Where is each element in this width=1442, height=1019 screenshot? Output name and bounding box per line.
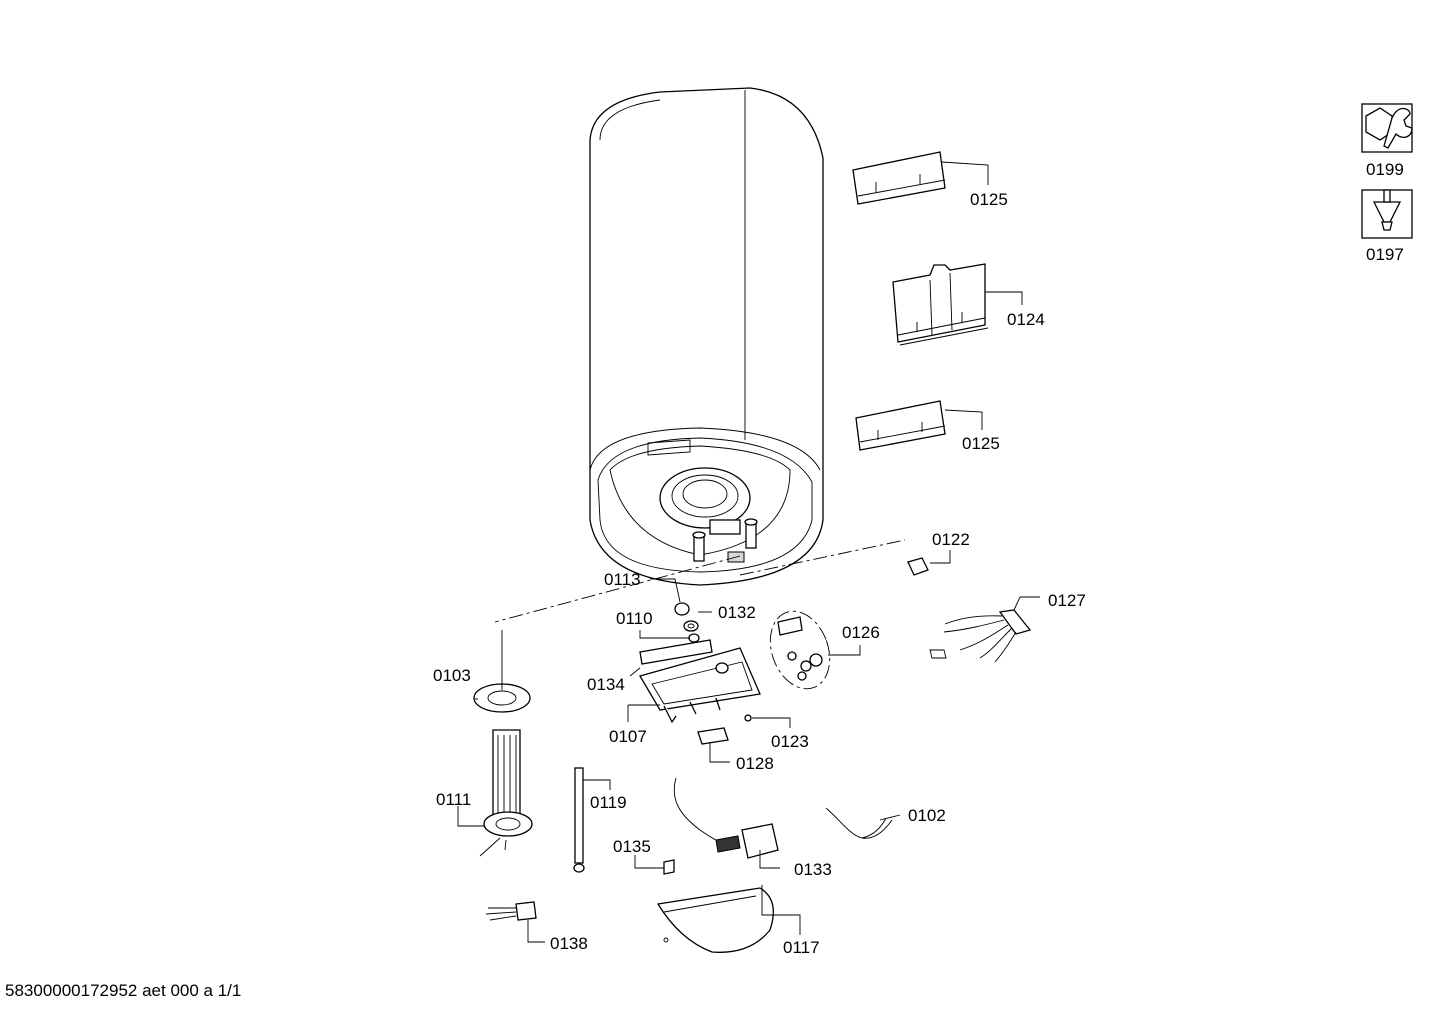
clip-0122 (907, 557, 929, 576)
label-0125-bottom: 0125 (962, 434, 1000, 453)
washer-0110 (688, 633, 700, 643)
document-id-footer: 58300000172952 aet 000 a 1/1 (5, 981, 242, 1000)
sensor-0102 (825, 807, 893, 839)
water-heater-tank (589, 87, 824, 586)
nut-0132 (683, 620, 699, 632)
screw-0123 (744, 714, 752, 722)
bracket-0125-bottom (855, 400, 946, 451)
leader-lines (457, 161, 1040, 943)
label-0197: 0197 (1366, 245, 1404, 264)
label-0128 (697, 727, 729, 745)
assembly-line-right (739, 539, 906, 576)
label-0128: 0128 (736, 754, 774, 773)
thermostat-0133 (673, 777, 779, 859)
bracket-0124 (892, 263, 989, 346)
connector-0138 (485, 901, 537, 921)
anode-0119 (573, 767, 585, 873)
screwdriver-icon (1361, 189, 1413, 239)
cover-0117 (656, 887, 774, 953)
label-0124: 0124 (1007, 310, 1045, 329)
label-0117: 0117 (783, 938, 820, 957)
label-0125-top: 0125 (970, 190, 1008, 209)
cap-0113 (674, 602, 690, 616)
label-0110: 0110 (616, 609, 653, 628)
assembly-line-left (494, 555, 741, 623)
fittings-0126 (769, 610, 831, 690)
label-0133: 0133 (794, 860, 832, 879)
label-0107: 0107 (609, 727, 647, 746)
bracket-0125-top (852, 151, 946, 205)
label-0138: 0138 (550, 934, 588, 953)
plate-0134 (639, 639, 713, 665)
label-0103: 0103 (433, 666, 471, 685)
label-0199: 0199 (1366, 160, 1404, 179)
label-0127: 0127 (1048, 591, 1086, 610)
label-0126: 0126 (842, 623, 880, 642)
clip-0135 (663, 859, 675, 875)
heating-element-0111 (479, 729, 533, 857)
label-0119: 0119 (590, 793, 627, 812)
label-0135: 0135 (613, 837, 651, 856)
label-0111: 0111 (436, 790, 471, 809)
wrench-icon (1361, 103, 1413, 153)
label-0132: 0132 (718, 603, 756, 622)
wiring-0127 (929, 609, 1032, 663)
label-0122: 0122 (932, 530, 970, 549)
label-0102: 0102 (908, 806, 946, 825)
housing-0107 (639, 647, 761, 724)
label-0113: 0113 (604, 570, 641, 589)
label-0134: 0134 (587, 675, 625, 694)
flange-0103 (473, 630, 531, 713)
label-0123: 0123 (771, 732, 809, 751)
